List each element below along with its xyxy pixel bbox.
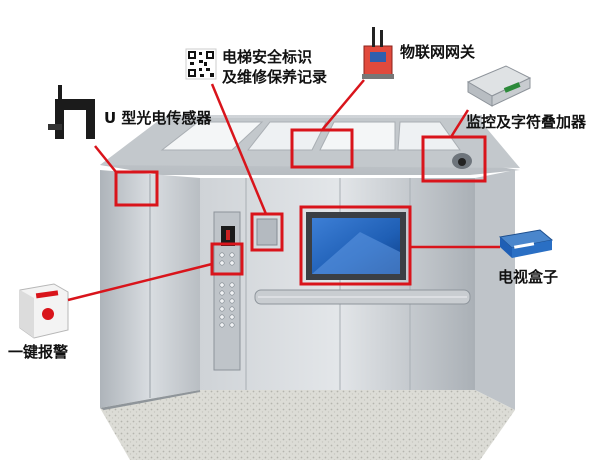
label-tv-box: 电视盒子 <box>498 268 559 286</box>
callout-box-overlay <box>421 135 487 183</box>
label-alarm: 一键报警 <box>8 343 69 361</box>
callout-box-panel <box>210 242 244 276</box>
right-wall <box>475 170 515 410</box>
qr-sign-box <box>256 218 278 246</box>
label-u-sensor: U 型光电传感器 <box>104 109 212 127</box>
camera-icon <box>452 153 472 169</box>
leader-overlay <box>449 109 470 138</box>
overlay-device-icon <box>466 65 532 107</box>
callout-box-tv <box>299 205 412 286</box>
callout-box-u-sensor <box>114 170 159 207</box>
callout-box-qr <box>250 212 284 252</box>
label-iot-gateway: 物联网网关 <box>400 43 476 61</box>
leader-gateway <box>321 79 365 131</box>
leader-u-sensor <box>94 145 117 173</box>
u-sensor-icon <box>48 85 95 139</box>
qr-code-icon <box>185 48 217 80</box>
leader-alarm <box>67 262 213 302</box>
alarm-button-icon <box>19 283 69 339</box>
tv-box-icon <box>498 229 554 258</box>
label-qr-line1: 电梯安全标识 <box>222 48 313 66</box>
label-overlay: 监控及字符叠加器 <box>466 113 587 131</box>
label-qr-line2: 及维修保养记录 <box>222 68 328 86</box>
iot-gateway-icon <box>362 27 394 79</box>
floor <box>100 390 515 460</box>
leader-qr <box>210 83 268 215</box>
